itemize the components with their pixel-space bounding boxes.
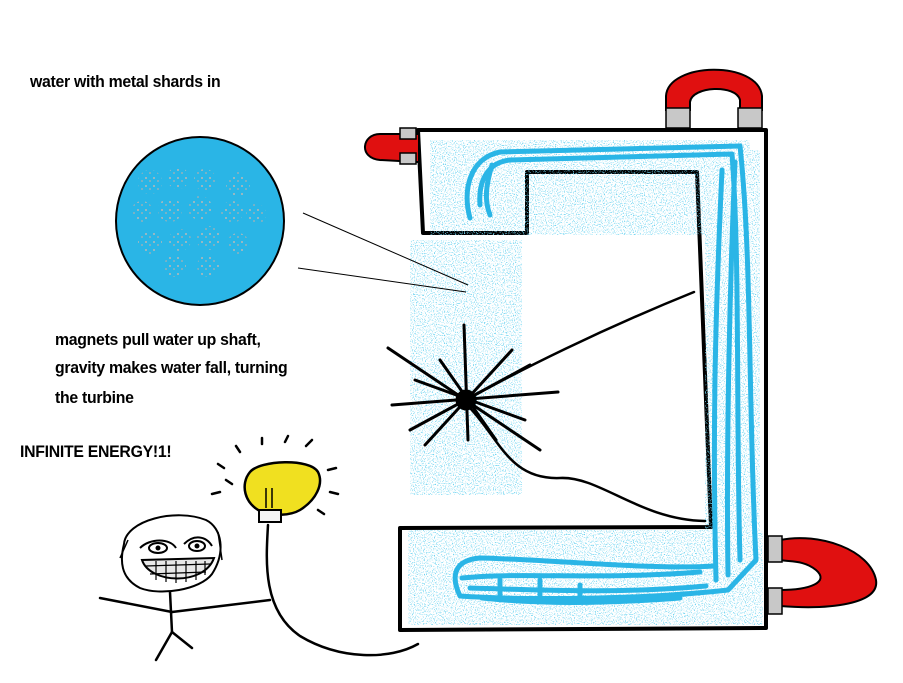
horseshoe-magnet-icon	[768, 536, 876, 614]
magnets-annotation-line-1: magnets pull water up shaft,	[55, 328, 261, 352]
light-bulb-icon	[212, 436, 338, 522]
horseshoe-magnet-icon	[666, 70, 762, 128]
magnets-annotation-line-2: gravity makes water fall, turning	[55, 356, 287, 380]
water-sample-circle	[116, 137, 284, 305]
water-shards-annotation: water with metal shards in	[30, 70, 220, 94]
magnets-annotation-line-3: the turbine	[55, 386, 134, 410]
stick-figure	[100, 592, 270, 660]
water-speckle	[408, 140, 763, 625]
infinite-energy-annotation: INFINITE ENERGY!1!	[20, 440, 171, 464]
troll-face-icon	[120, 515, 222, 591]
horseshoe-magnet-icon	[365, 128, 418, 164]
